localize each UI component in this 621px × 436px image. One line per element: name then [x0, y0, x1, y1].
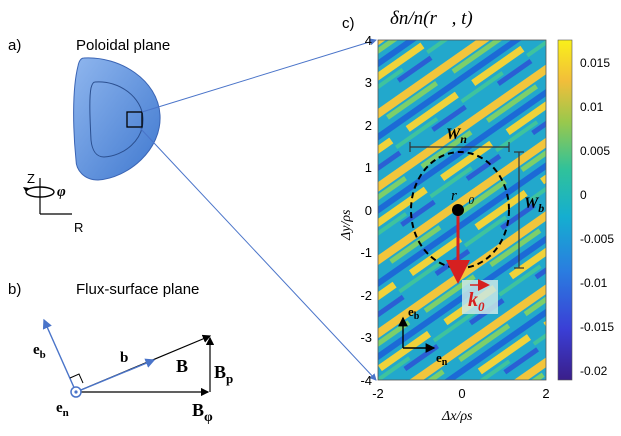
panel-b-letter: b) [8, 281, 21, 298]
B-label: B [176, 356, 188, 376]
colorbar-tick: 0.005 [580, 144, 610, 158]
r-axis-label: R [74, 220, 83, 235]
colorbar-tick: -0.015 [580, 320, 614, 334]
x-tick: -2 [372, 386, 384, 401]
panel-c-letter: c) [342, 15, 355, 32]
colorbar-tick: 0.01 [580, 100, 604, 114]
y-tick: 1 [365, 160, 372, 175]
colorbar [557, 39, 573, 381]
colorbar-tick: 0.015 [580, 56, 610, 70]
colorbar-tick: 0 [580, 188, 587, 202]
inner-flux-surface [89, 81, 144, 158]
k0-label: k0 [468, 289, 485, 314]
panel-c: c) δn/n(r⃗, t) 4 3 2 1 0 -1 -2 -3 -4 -2 … [339, 8, 614, 424]
wb-label: Wb [524, 195, 544, 215]
x-tick: 0 [458, 386, 465, 401]
en-label: en [56, 400, 69, 419]
Bp-label: Bp [214, 362, 233, 386]
x-tick: 2 [542, 386, 549, 401]
colorbar-tick: -0.005 [580, 232, 614, 246]
y-tick: 2 [365, 118, 372, 133]
z-axis-label: Z [27, 171, 35, 186]
r0-point [452, 204, 464, 216]
colorbar-tick: -0.02 [580, 364, 608, 378]
y-tick: -1 [360, 245, 372, 260]
y-tick: -2 [360, 288, 372, 303]
b-unit-label: b [120, 350, 128, 366]
panel-c-title: δn/n(r⃗, t) [390, 8, 473, 29]
phi-label: φ [57, 184, 66, 200]
eb-label: eb [33, 342, 46, 361]
b-unit-vector [75, 358, 156, 393]
x-axis-label: Δx/ρs [441, 409, 473, 424]
colorbar-ticks: 0.015 0.01 0.005 0 -0.005 -0.01 -0.015 -… [580, 56, 614, 378]
y-tick: 4 [365, 33, 372, 48]
y-tick: 3 [365, 75, 372, 90]
y-axis-label: Δy/ρs [339, 209, 354, 241]
panel-b-title: Flux-surface plane [76, 281, 199, 298]
wn-label: Wn [446, 126, 467, 146]
plasma-cross-section [73, 57, 161, 181]
connector-bottom [139, 127, 377, 381]
Bphi-label: Bφ [192, 400, 213, 425]
panel-a-letter: a) [8, 37, 21, 54]
en-basis-label: en [436, 350, 448, 368]
panel-a-title: Poloidal plane [76, 37, 170, 54]
right-angle-mark [69, 373, 84, 384]
y-tick: -3 [360, 330, 372, 345]
colorbar-tick: -0.01 [580, 276, 608, 290]
connector-top [141, 38, 377, 113]
y-tick: -4 [360, 373, 372, 388]
panel-b: b) Flux-surface plane eb b B Bp Bφ en [8, 281, 233, 425]
eb-basis-label: eb [408, 304, 420, 322]
y-tick: 0 [365, 203, 372, 218]
r0-label: r⃗0 [451, 188, 475, 207]
zoom-box [126, 111, 143, 128]
y-ticks: 4 3 2 1 0 -1 -2 -3 -4 [360, 33, 372, 388]
eb-vector [42, 318, 77, 393]
x-ticks: -2 0 2 [372, 386, 549, 401]
panel-a: a) Poloidal plane Z φ R [8, 37, 170, 235]
